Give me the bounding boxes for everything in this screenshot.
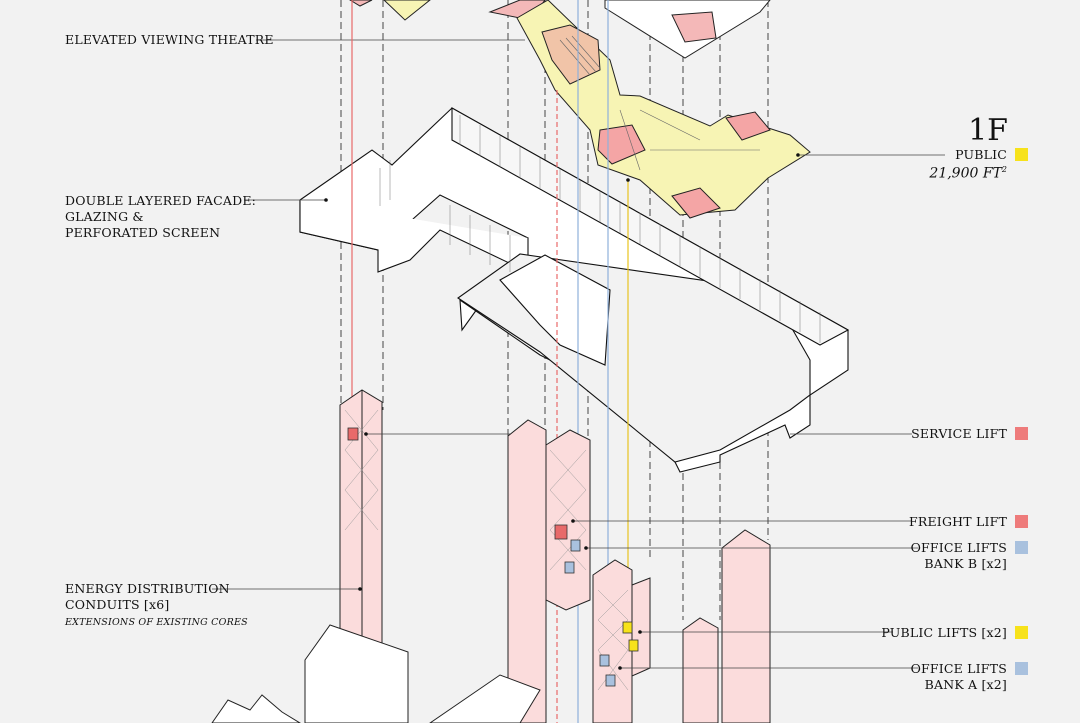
energy-cores [211,389,771,723]
label-service-lift: SERVICE LIFT [911,426,1007,441]
service-lift-swatch [1015,427,1028,440]
public-floor-plate [516,0,811,219]
office-b-swatch [1015,541,1028,554]
label-office-b-line2: BANK B [x2] [924,556,1007,571]
label-freight-lift: FREIGHT LIFT [909,514,1007,529]
right-leaders [212,433,918,669]
double-layered-facade [299,107,850,473]
upper-floor-plates [349,0,771,59]
freight-lift-swatch [1015,515,1028,528]
label-facade-line3: PERFORATED SCREEN [65,225,221,240]
label-energy-line2: CONDUITS [x6] [65,597,170,612]
core-bracing [344,409,629,691]
label-public-lifts: PUBLIC LIFTS [x2] [881,625,1007,640]
floor-number: 1F [968,113,1008,148]
label-office-b-line1: OFFICE LIFTS [910,540,1007,555]
label-office-a-line2: BANK A [x2] [924,677,1007,692]
floor-use-label: PUBLIC [955,147,1007,162]
label-facade-line1: DOUBLE LAYERED FACADE: [65,193,257,208]
lift-boxes [347,427,639,687]
floor-area: 21,900 FT2 [929,165,1007,182]
label-facade-line2: GLAZING & [65,209,144,224]
label-elevated-viewing-theatre: ELEVATED VIEWING THEATRE [65,32,274,47]
label-energy-subtitle: EXTENSIONS OF EXISTING CORES [65,617,248,628]
public-lifts-swatch [1015,626,1028,639]
public-swatch [1015,148,1028,161]
label-energy-line1: ENERGY DISTRIBUTION [65,581,230,596]
office-a-swatch [1015,662,1028,675]
label-office-a-line1: OFFICE LIFTS [910,661,1007,676]
